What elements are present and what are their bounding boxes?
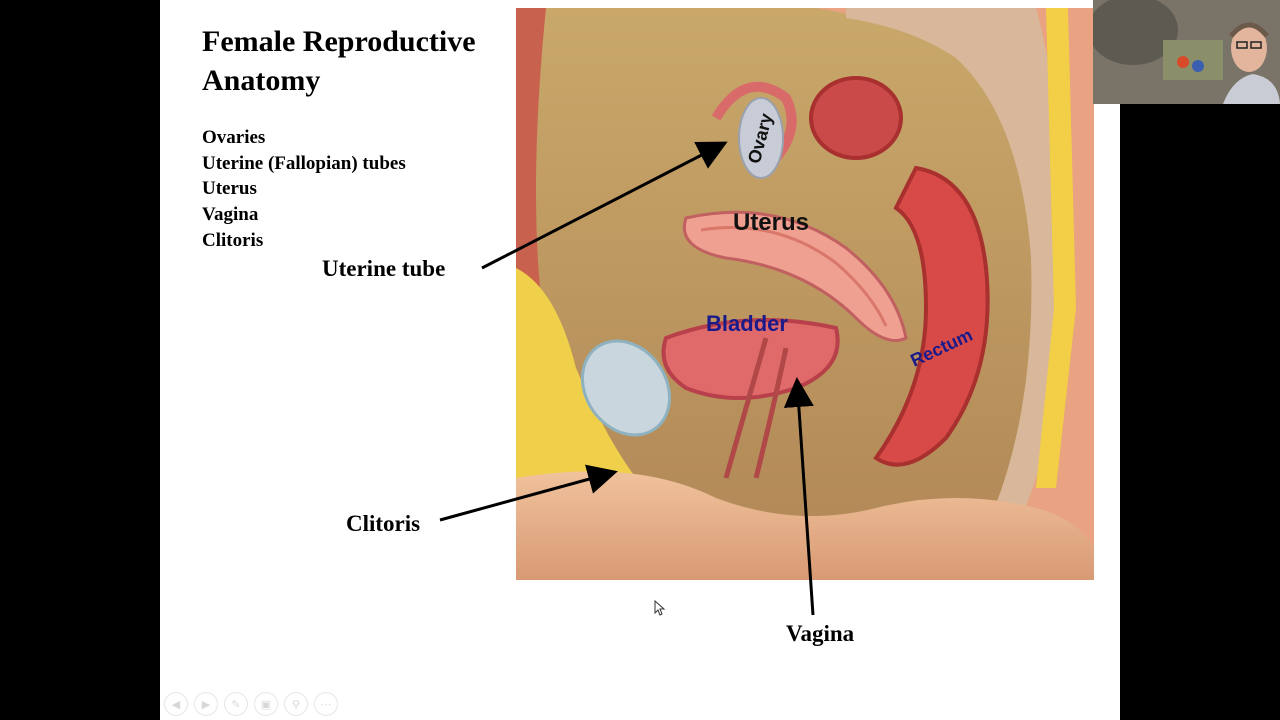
presenter-video-icon [1093, 0, 1280, 104]
uterine-tube-callout: Uterine tube [322, 256, 446, 281]
zoom-icon[interactable]: ⚲ [284, 692, 308, 716]
bullet-list: Ovaries Uterine (Fallopian) tubes Uterus… [202, 125, 406, 254]
bullet-item: Vagina [202, 204, 259, 226]
next-icon[interactable]: ▶ [194, 692, 218, 716]
mouse-pointer-icon [654, 600, 666, 616]
bullet-item: Clitoris [202, 229, 264, 251]
slideshow-controls: ◀ ▶ ✎ ▣ ⚲ ⋯ [164, 692, 338, 716]
bladder-label: Bladder [706, 311, 788, 336]
pen-icon[interactable]: ✎ [224, 692, 248, 716]
anatomy-illustration: Ovary Uterus Bladder Rectum [516, 8, 1094, 580]
slides-icon[interactable]: ▣ [254, 692, 278, 716]
bullet-item: Ovaries [202, 127, 266, 148]
uterus-label: Uterus [733, 209, 809, 236]
vagina-callout: Vagina [786, 621, 855, 646]
slide-canvas: Female Reproductive Anatomy Ovaries Uter… [160, 0, 1120, 720]
bullet-item: Uterine (Fallopian) tubes [202, 152, 406, 174]
slide-title: Female Reproductive Anatomy [202, 25, 476, 97]
more-icon[interactable]: ⋯ [314, 692, 338, 716]
previous-icon[interactable]: ◀ [164, 692, 188, 716]
bullet-item: Uterus [202, 178, 257, 200]
clitoris-callout: Clitoris [346, 511, 421, 536]
